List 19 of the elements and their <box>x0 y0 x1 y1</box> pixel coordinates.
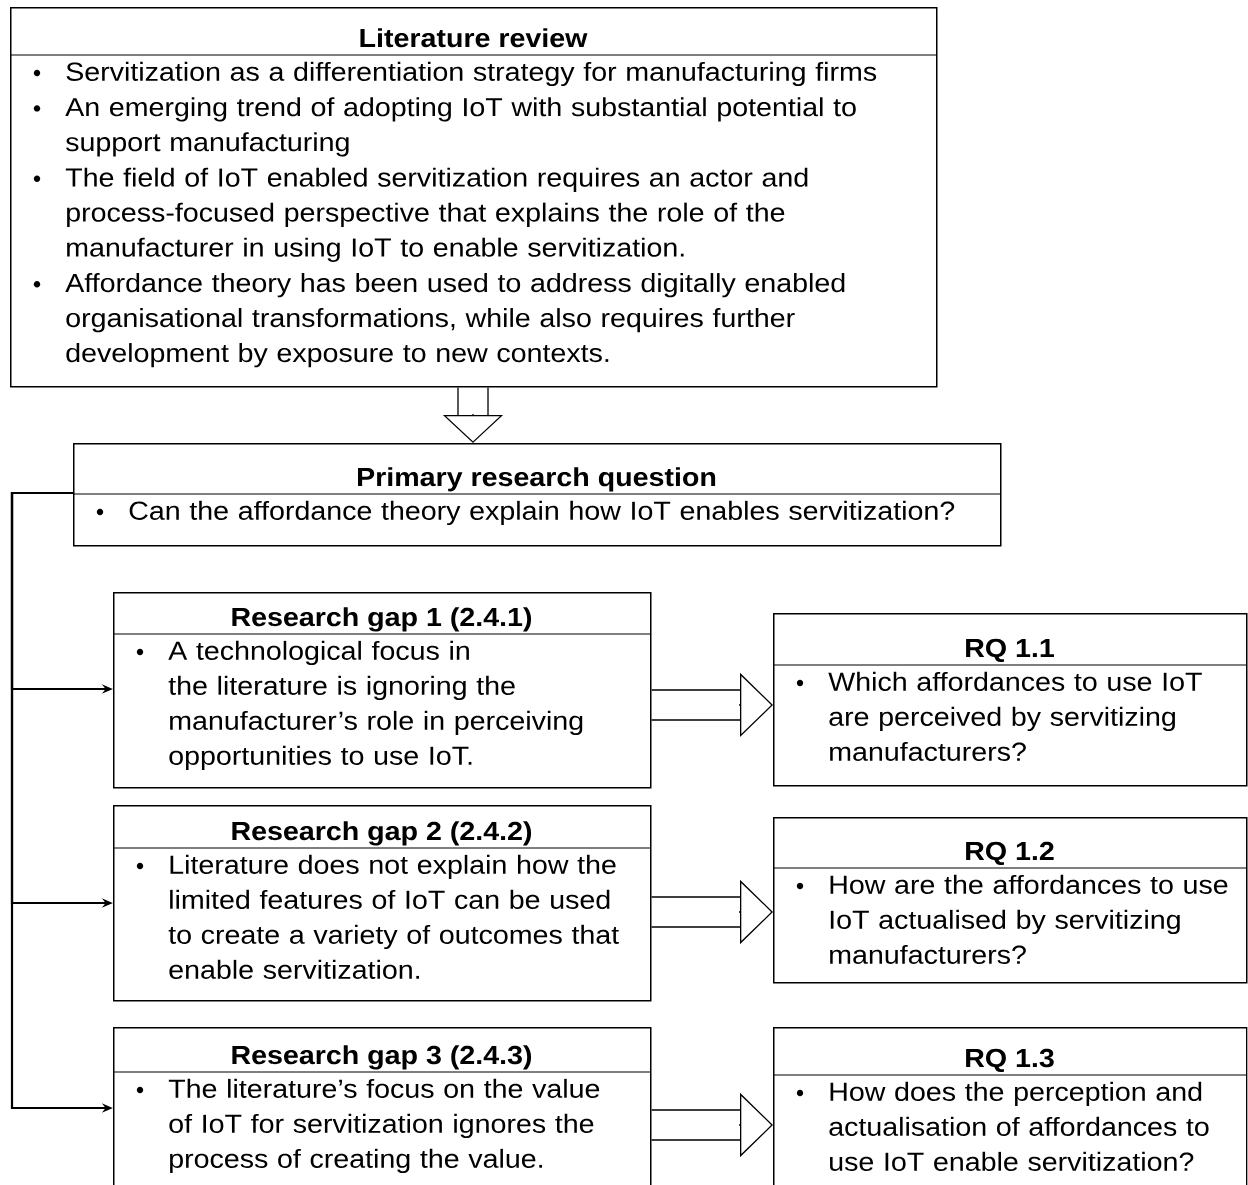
bullet-item: Which affordances to use IoT are perceived by servitizing manufacturers? <box>796 671 1202 761</box>
bullet-item: A technological focus in the literature is ignoring the manufacturer’s role in perceiving opportunities to use IoT. <box>136 640 583 771</box>
bullet-item: The field of IoT enabled servitization requires an actor and process-focused perspective that explains the role of the manufacturer in using IoT to enable servitization. <box>33 167 808 262</box>
box-heading: RQ 1.3 <box>966 1048 1054 1073</box>
bullet-item: Affordance theory has been used to address digitally enabled organisational transformations, while also requires further development by exposure to new contexts. <box>33 273 845 368</box>
bullet-item: How are the affordances to use IoT actualised by servitizing manufacturers? <box>796 874 1228 964</box>
bullet-item: An emerging trend of adopting IoT with substantial potential to support manufacturing <box>33 97 856 157</box>
bullet-item: Literature does not explain how the limited features of IoT can be used to create a variety of outcomes that enable servitization. <box>136 854 619 979</box>
box-heading: RQ 1.2 <box>966 841 1054 866</box>
bullet-item: How does the perception and actualisation of affordances to use IoT enable servitization? <box>796 1081 1209 1171</box>
bullet-item: The literature’s focus on the value of IoT for servitization ignores the process of creating the value. <box>136 1078 600 1174</box>
box-heading: Research gap 3 (2.4.3) <box>232 1045 532 1070</box>
bullet-item: Can the affordance theory explain how IoT enables servitization? <box>96 500 955 526</box>
bullet-item: Servitization as a differentiation strategy for manufacturing firms <box>33 61 877 87</box>
box-heading: Research gap 2 (2.4.2) <box>232 821 532 846</box>
box-heading: Primary research question <box>358 467 716 492</box>
box-heading: Literature review <box>360 28 588 48</box>
box-heading: RQ 1.1 <box>966 638 1054 663</box>
box-heading: Research gap 1 (2.4.1) <box>232 607 532 632</box>
